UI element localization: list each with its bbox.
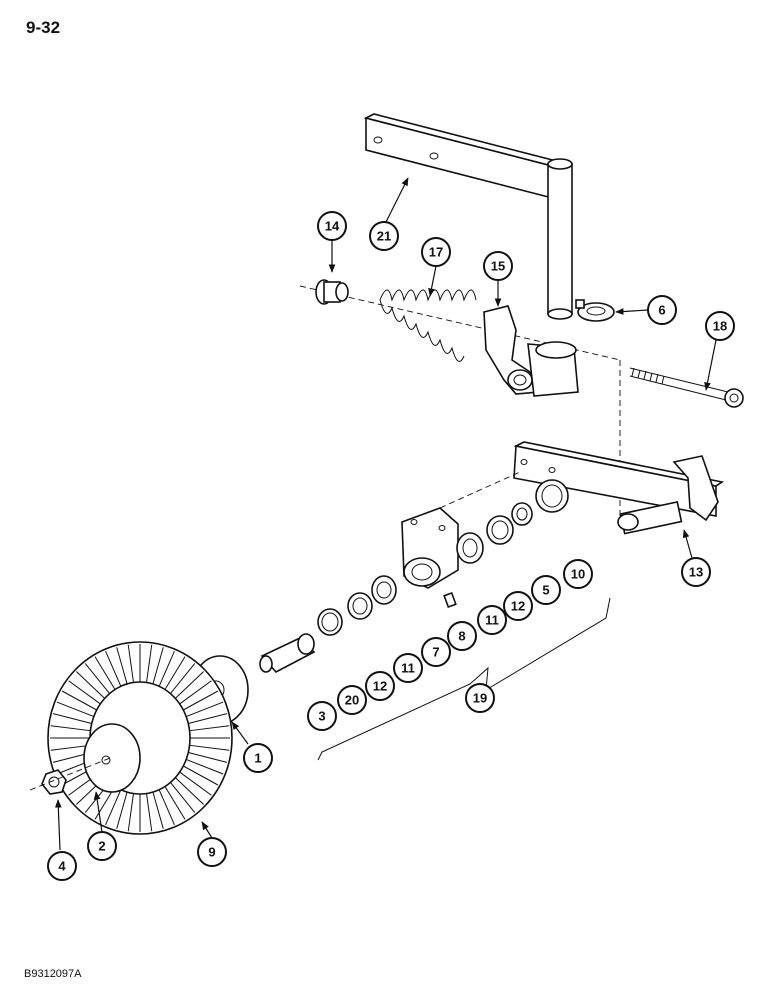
callout-9: 9 [197, 837, 227, 867]
svg-text:4: 4 [58, 859, 66, 874]
svg-text:11: 11 [485, 613, 499, 628]
svg-text:13: 13 [689, 565, 703, 580]
nut-4 [41, 769, 67, 795]
bearing-parts-right [456, 479, 569, 564]
collar-6 [575, 299, 615, 322]
callout-4: 4 [47, 851, 77, 881]
spring-17 [379, 289, 477, 362]
callout-11a: 11 [477, 605, 507, 635]
callout-21: 21 [369, 221, 399, 251]
svg-text:2: 2 [98, 839, 105, 854]
callout-12a: 12 [503, 591, 533, 621]
svg-text:15: 15 [491, 259, 505, 274]
callout-20: 20 [337, 685, 367, 715]
bearing-parts-left [317, 575, 397, 636]
figure-code: B9312097A [24, 968, 82, 980]
svg-text:17: 17 [429, 245, 443, 260]
svg-text:7: 7 [432, 645, 439, 660]
callout-10: 10 [563, 559, 593, 589]
svg-text:1: 1 [254, 751, 261, 766]
callout-14: 14 [317, 211, 347, 241]
svg-text:20: 20 [345, 693, 359, 708]
callout-17: 17 [421, 237, 451, 267]
group-brace-19 [317, 597, 611, 761]
callout-18: 18 [705, 311, 735, 341]
callout-13: 13 [681, 557, 711, 587]
svg-text:3: 3 [318, 709, 325, 724]
svg-text:6: 6 [658, 303, 665, 318]
callout-3: 3 [307, 701, 337, 731]
svg-text:18: 18 [713, 319, 727, 334]
callout-11b: 11 [393, 653, 423, 683]
bracket-arm-21 [363, 113, 573, 320]
spindle-3 [259, 633, 316, 674]
callout-5: 5 [531, 575, 561, 605]
callout-6: 6 [647, 295, 677, 325]
svg-text:14: 14 [325, 219, 340, 234]
callout-8: 8 [447, 621, 477, 651]
svg-text:11: 11 [401, 661, 415, 676]
callout-12b: 12 [365, 671, 395, 701]
grease-fitting-8 [443, 591, 457, 609]
svg-text:12: 12 [373, 679, 387, 694]
crimped-disc-9 [47, 641, 233, 835]
svg-text:5: 5 [542, 583, 549, 598]
mounting-plate-13 [513, 441, 725, 535]
page-number: 9-32 [26, 18, 61, 37]
callout-19: 19 [465, 683, 495, 713]
svg-text:12: 12 [511, 599, 525, 614]
svg-text:9: 9 [208, 845, 215, 860]
callout-1: 1 [243, 743, 273, 773]
svg-text:21: 21 [377, 229, 391, 244]
center-hub-2 [83, 723, 141, 793]
svg-text:8: 8 [458, 629, 465, 644]
bolt-18 [629, 367, 744, 408]
callout-15: 15 [483, 251, 513, 281]
callout-2: 2 [87, 831, 117, 861]
bushing-14 [315, 279, 349, 305]
callout-7: 7 [421, 637, 451, 667]
bearing-housing-7 [401, 507, 459, 589]
leader-lines [54, 177, 717, 851]
svg-text:10: 10 [571, 567, 585, 582]
lever-casting-15 [483, 305, 579, 397]
svg-text:19: 19 [473, 691, 487, 706]
